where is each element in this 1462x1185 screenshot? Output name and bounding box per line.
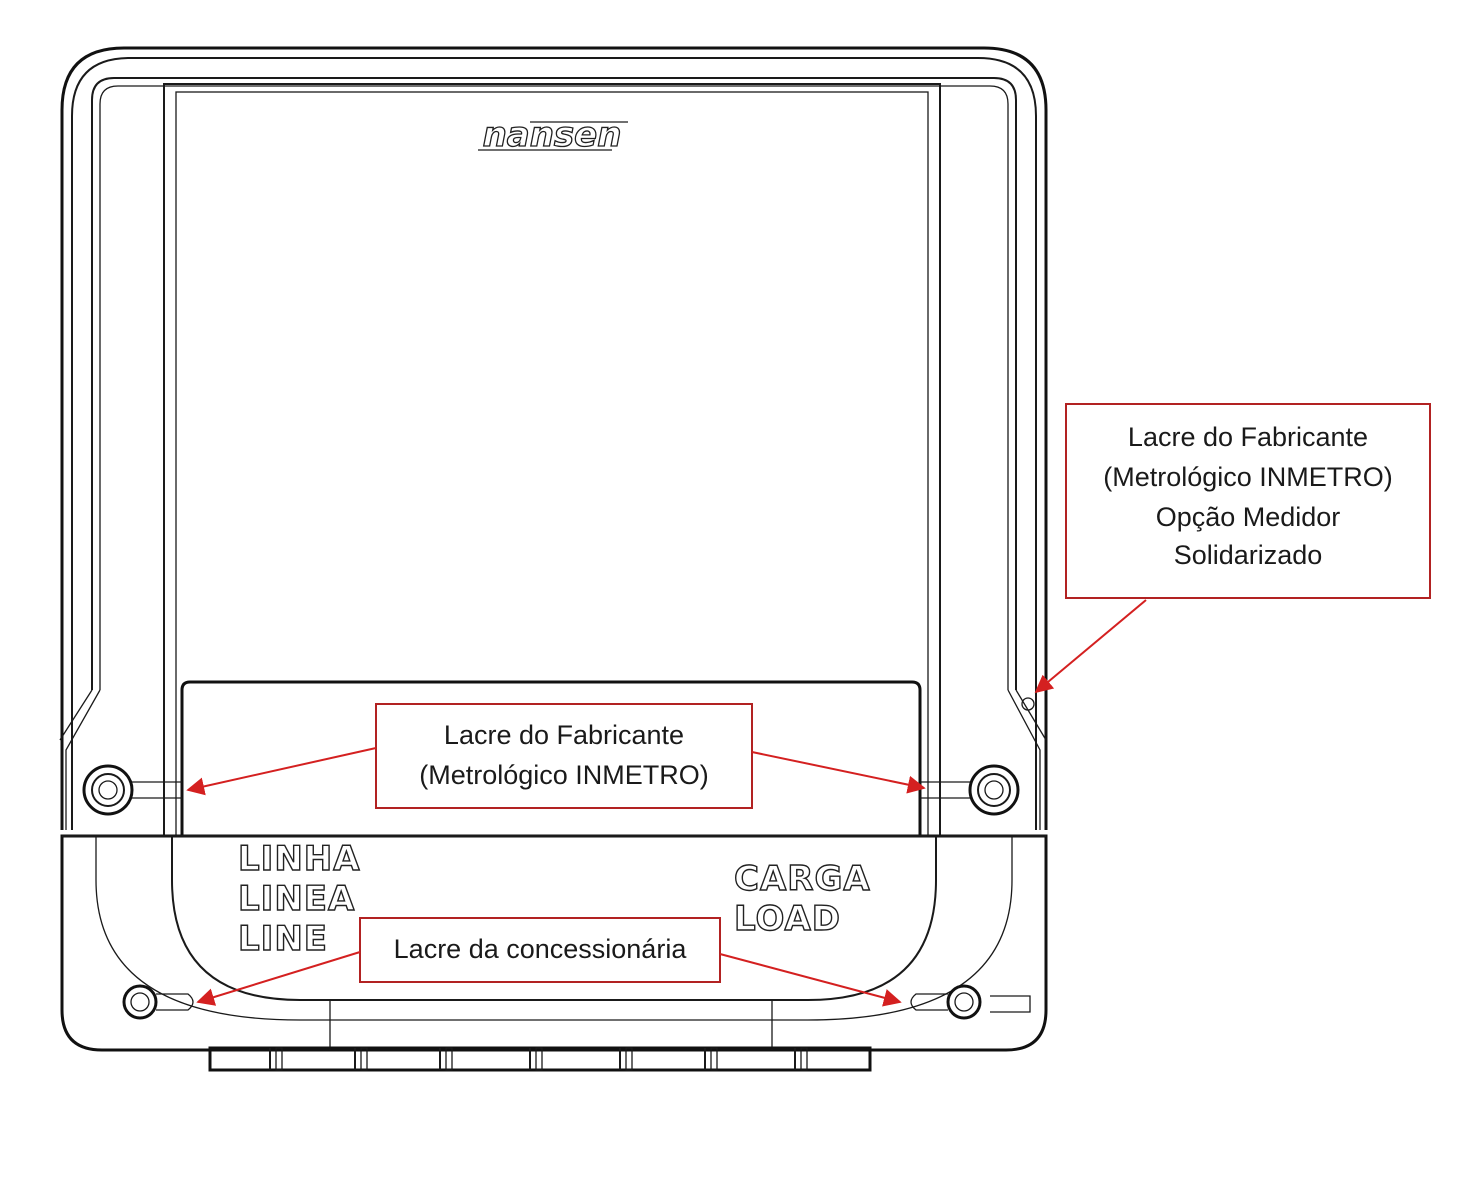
callout-manufacturer-seal-line-1: Lacre do Fabricante <box>444 720 684 750</box>
meter-drawing: nansen LINHA LINEA LINE CARGA LOAD <box>59 46 1048 1072</box>
right-side-rail <box>1007 689 1041 830</box>
display-panel <box>180 680 922 836</box>
load-label-carga: CARGA <box>734 859 871 899</box>
callout-utility-seal: Lacre da concessionária <box>196 917 902 1007</box>
callout-option-line-2: (Metrológico INMETRO) <box>1103 462 1393 492</box>
arrow-to-left-upper-seal <box>186 747 377 796</box>
callout-option-line-1: Lacre do Fabricante <box>1128 422 1368 452</box>
meter-outer-housing-inner-line <box>71 57 1037 830</box>
arrow-to-right-upper-seal <box>751 751 926 794</box>
terminal-block <box>208 1046 872 1072</box>
left-side-rail-2 <box>59 689 93 741</box>
arrow-to-right-lower-seal <box>719 953 902 1007</box>
side-seal-hole <box>1021 697 1035 711</box>
terminal-cover-inner-u <box>171 836 937 1001</box>
callout-manufacturer-seal-option: Lacre do Fabricante (Metrológico INMETRO… <box>1034 403 1431 694</box>
left-side-rail <box>65 689 101 830</box>
callout-manufacturer-seal-line-2: (Metrológico INMETRO) <box>419 760 709 790</box>
line-label-line: LINE <box>238 919 328 959</box>
terminal-cover-inner-u-2 <box>95 836 1013 1021</box>
left-lower-seal-hole <box>122 984 194 1020</box>
callout-option-line-4: Solidarizado <box>1174 540 1323 570</box>
callout-option-line-3: Opção Medidor <box>1156 502 1341 532</box>
line-label-linha: LINHA <box>238 839 361 879</box>
callout-manufacturer-seal: Lacre do Fabricante (Metrológico INMETRO… <box>186 703 926 809</box>
meter-inner-frame-2 <box>99 85 1009 690</box>
brand-logo: nansen <box>483 115 622 155</box>
line-label-linea: LINEA <box>238 879 355 919</box>
arrow-to-side-seal <box>1034 599 1147 694</box>
right-side-rail-2 <box>1015 689 1047 741</box>
meter-outer-housing <box>60 46 1048 830</box>
left-upper-seal-hole <box>82 764 182 816</box>
load-label-load: LOAD <box>734 899 841 939</box>
right-upper-seal-hole <box>920 764 1020 816</box>
arrow-to-left-lower-seal <box>196 951 361 1006</box>
terminal-cover <box>60 834 1048 1052</box>
callout-utility-seal-line-1: Lacre da concessionária <box>394 934 688 964</box>
meter-inner-frame <box>91 77 1017 690</box>
right-lower-seal-hole <box>910 984 1031 1020</box>
